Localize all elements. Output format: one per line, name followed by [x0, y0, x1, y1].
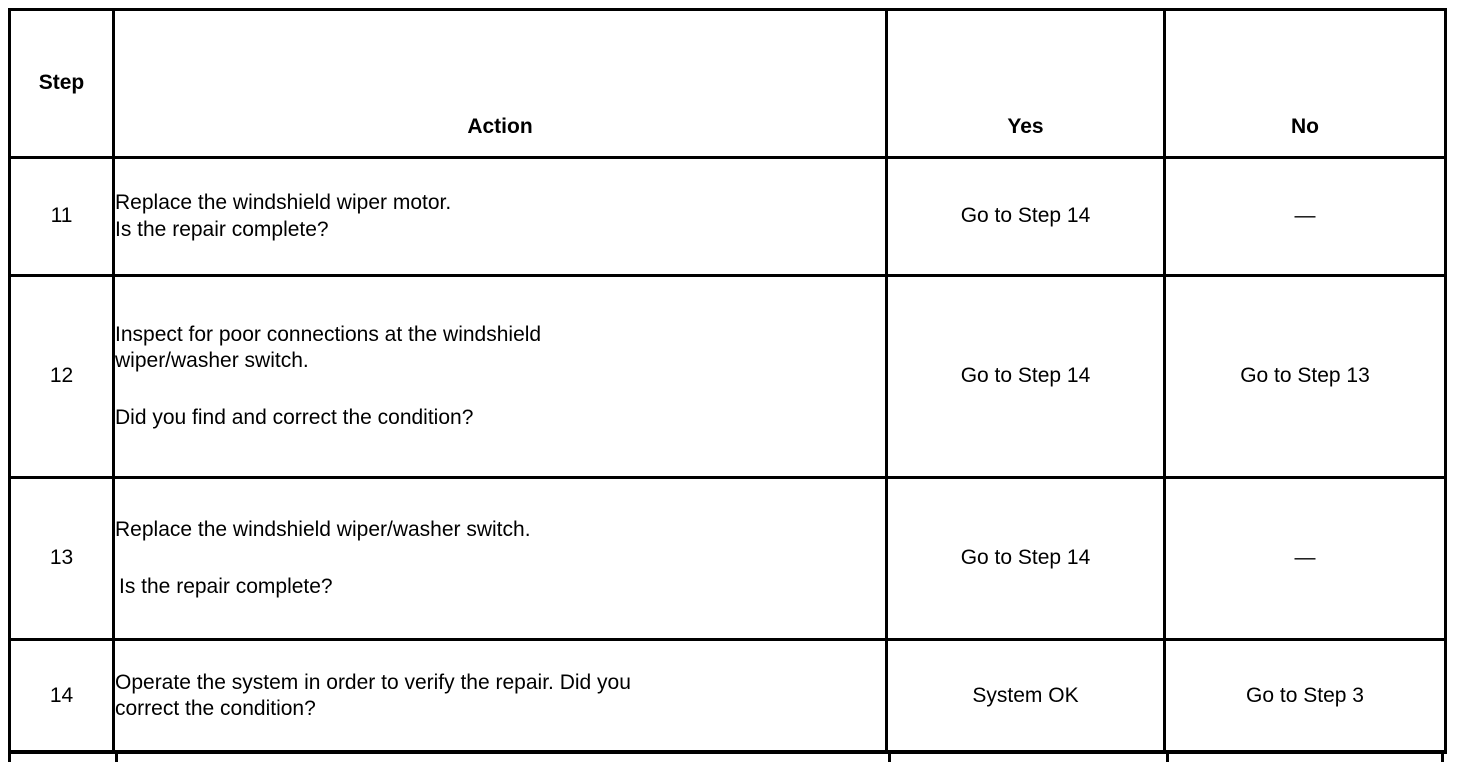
table-row: 11 Replace the windshield wiper motor. I…: [8, 156, 1447, 277]
column-header-action: Action: [112, 8, 888, 159]
column-header-no: No: [1163, 8, 1447, 159]
yes-result: System OK: [885, 638, 1166, 754]
diagnostic-step-table: Step Action Yes No 11 Replace the windsh…: [8, 8, 1447, 754]
action-text: Replace the windshield wiper/washer swit…: [112, 476, 888, 641]
column-header-step: Step: [8, 8, 115, 159]
no-result: Go to Step 3: [1163, 638, 1447, 754]
action-text: Operate the system in order to verify th…: [112, 638, 888, 754]
action-line: Operate the system in order to verify th…: [115, 670, 631, 694]
column-divider: [115, 753, 118, 762]
action-text: Replace the windshield wiper motor. Is t…: [112, 156, 888, 277]
table-row: 14 Operate the system in order to verify…: [8, 638, 1447, 754]
column-divider: [1166, 753, 1169, 762]
table-row: 12 Inspect for poor connections at the w…: [8, 274, 1447, 479]
step-number: 14: [8, 638, 115, 754]
step-number: 12: [8, 274, 115, 479]
action-line: correct the condition?: [115, 697, 316, 720]
next-row-partial: [8, 750, 1444, 762]
action-line: Replace the windshield wiper/washer swit…: [115, 518, 531, 542]
yes-result: Go to Step 14: [885, 476, 1166, 641]
action-text: Inspect for poor connections at the wind…: [112, 274, 888, 479]
table-row: 13 Replace the windshield wiper/washer s…: [8, 476, 1447, 641]
column-header-step-label: Step: [38, 71, 85, 95]
action-line: Is the repair complete?: [115, 217, 329, 241]
step-number: 11: [8, 156, 115, 277]
action-spacer: [115, 375, 885, 405]
column-header-yes: Yes: [885, 8, 1166, 159]
action-line: Inspect for poor connections at the wind…: [115, 323, 542, 347]
action-line: Is the repair complete?: [119, 574, 333, 598]
action-line: Replace the windshield wiper motor.: [115, 191, 452, 215]
step-number: 13: [8, 476, 115, 641]
yes-result: Go to Step 14: [885, 274, 1166, 479]
no-result: —: [1163, 156, 1447, 277]
action-line: wiper/washer switch.: [115, 349, 309, 373]
action-line: Did you find and correct the condition?: [115, 405, 474, 429]
action-spacer: [115, 544, 885, 574]
column-divider: [888, 753, 891, 762]
no-result: Go to Step 13: [1163, 274, 1447, 479]
no-result: —: [1163, 476, 1447, 641]
yes-result: Go to Step 14: [885, 156, 1166, 277]
table-header-row: Step Action Yes No: [8, 8, 1447, 159]
